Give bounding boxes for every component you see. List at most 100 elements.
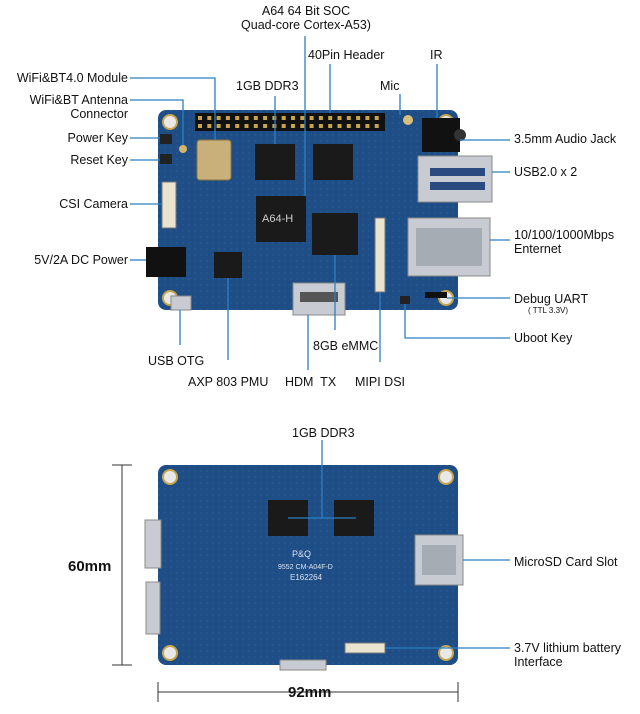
header-pin	[244, 124, 249, 128]
header-pin	[346, 124, 351, 128]
header-pin	[365, 116, 370, 120]
wifi-module-label: WiFi&BT4.0 Module	[16, 71, 128, 85]
usb-otg-label: USB OTG	[148, 354, 205, 368]
header-pin	[356, 124, 361, 128]
battery-label-line1: 3.7V lithium battery	[514, 641, 621, 655]
battery-label: 3.7V lithium battery Interface	[514, 641, 621, 669]
header-pin	[216, 124, 221, 128]
header-pin	[374, 124, 379, 128]
header-pin	[225, 124, 230, 128]
soc-chip-marking: A64-H	[262, 213, 293, 225]
csi-camera-label: CSI Camera	[59, 197, 128, 211]
antenna-connector	[179, 145, 187, 153]
header-pin	[309, 116, 314, 120]
battery-connector	[344, 642, 386, 654]
header-pin	[337, 116, 342, 120]
dc-power-label: 5V/2A DC Power	[34, 253, 128, 267]
usb2-port	[417, 155, 493, 203]
power-key-label: Power Key	[67, 131, 128, 145]
debug-uart-label: Debug UART ( TTL 3.3V)	[514, 292, 588, 316]
ethernet-label-line1: 10/100/1000Mbps	[514, 228, 615, 242]
header-pin	[198, 124, 202, 128]
header-pin	[281, 116, 286, 120]
ddr3-chip-1	[255, 144, 295, 180]
header-pin	[207, 116, 212, 120]
debug-uart-label-line1: Debug UART	[514, 292, 589, 306]
microsd-label: MicroSD Card Slot	[514, 555, 618, 569]
audio-jack	[422, 118, 460, 152]
power-key	[160, 134, 172, 144]
header-pin	[356, 116, 361, 120]
header-pin	[235, 116, 240, 120]
mipi-label: MIPI DSI	[355, 375, 406, 389]
header-pin	[365, 124, 370, 128]
header-pin	[244, 116, 249, 120]
bottom-silkscreen-1: P&Q	[292, 549, 311, 559]
pmu-chip	[214, 252, 242, 278]
bottom-board: P&Q 9552 CM-A04F-D E162264	[144, 465, 464, 671]
mount-hole	[162, 114, 178, 130]
bottom-leader-lines	[288, 440, 510, 649]
battery-label-line2: Interface	[514, 655, 563, 669]
bottom-ddr3-label: 1GB DDR3	[292, 426, 355, 440]
header-pin	[337, 124, 342, 128]
header-pin	[216, 116, 221, 120]
top-board: A64-H	[146, 110, 493, 316]
wifi-module	[196, 139, 232, 181]
bottom-silkscreen-2: 9552 CM-A04F-D	[278, 564, 333, 571]
reset-key-label: Reset Key	[70, 153, 128, 167]
header-pin	[225, 116, 230, 120]
mic	[403, 115, 413, 125]
header-pin	[300, 124, 305, 128]
dimension-lines	[112, 464, 459, 702]
header-pin	[346, 116, 351, 120]
header-pin	[207, 124, 212, 128]
uboot-key-label: Uboot Key	[514, 331, 573, 345]
mipi-connector	[374, 217, 386, 293]
audio-jack-label: 3.5mm Audio Jack	[514, 132, 617, 146]
header-pin	[318, 124, 323, 128]
soc-label-line1: A64 64 Bit SOC	[261, 4, 351, 18]
header-pin	[263, 124, 268, 128]
header-40pin-label: 40Pin Header	[308, 48, 385, 62]
debug-uart-label-line2: ( TTL 3.3V)	[528, 306, 569, 315]
usb2-label: USB2.0 x 2	[514, 165, 578, 179]
soc-label-line2: Quad-core Cortex-A53)	[241, 18, 371, 32]
soc-chip	[256, 196, 306, 242]
csi-connector	[161, 181, 177, 229]
wifi-antenna-label-line2: Connector	[70, 107, 128, 121]
emmc-chip	[312, 213, 358, 255]
header-pin	[318, 116, 323, 120]
header-pin	[253, 124, 258, 128]
wifi-antenna-label: WiFi&BT Antenna Connector	[30, 93, 128, 121]
debug-uart-pins	[425, 292, 447, 298]
pmu-label: AXP 803 PMU	[188, 375, 269, 389]
pin-header-40	[195, 113, 385, 131]
hdmi-label: HDM TX	[285, 375, 337, 389]
ethernet-label-line2: Enternet	[514, 242, 562, 256]
ethernet-label: 10/100/1000Mbps Enternet	[514, 228, 614, 256]
height-dimension-label: 60mm	[68, 558, 112, 575]
header-pin	[263, 116, 268, 120]
width-dimension-label: 92mm	[288, 684, 332, 701]
header-pin	[253, 116, 258, 120]
ir-label: IR	[430, 48, 443, 62]
wifi-antenna-label-line1: WiFi&BT Antenna	[29, 93, 128, 107]
header-pin	[374, 116, 379, 120]
emmc-label: 8GB eMMC	[313, 339, 379, 353]
header-pin	[328, 116, 333, 120]
header-pin	[291, 116, 295, 120]
bottom-silkscreen-3: E162264	[290, 573, 323, 582]
header-pin	[235, 124, 240, 128]
usb-otg-port	[170, 295, 192, 311]
soc-label: A64 64 Bit SOC Quad-core Cortex-A53)	[238, 4, 374, 32]
dc-jack	[146, 247, 186, 277]
header-pin	[300, 116, 305, 120]
uboot-key	[400, 296, 410, 304]
reset-key	[160, 154, 172, 164]
header-pin	[281, 124, 286, 128]
header-pin	[291, 124, 295, 128]
ddr3-chip-2	[313, 144, 353, 180]
mic-label: Mic	[380, 79, 400, 93]
